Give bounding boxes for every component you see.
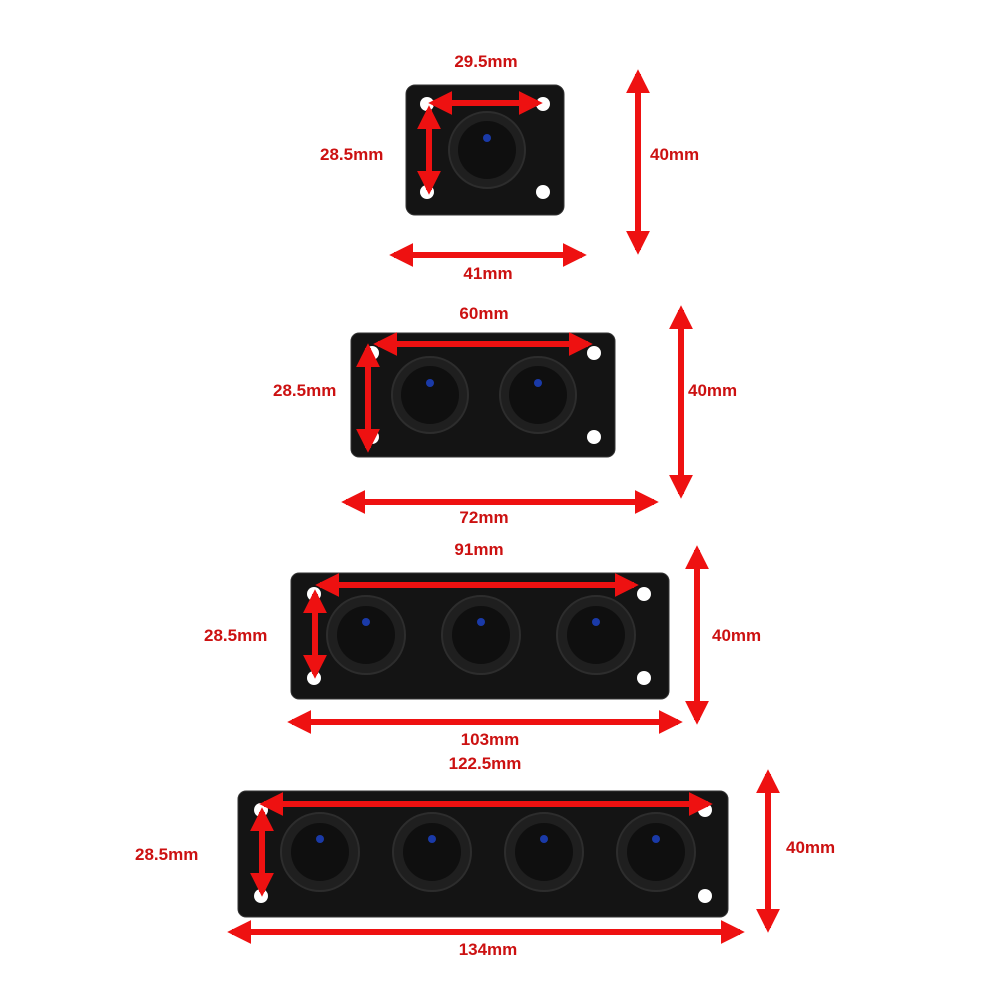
rocker-switch-icon (499, 356, 577, 434)
hole-height-label: 28.5mm (204, 626, 268, 645)
led-indicator-icon (316, 835, 324, 843)
panel-width-label: 41mm (463, 264, 513, 283)
mounting-hole-icon (587, 430, 601, 444)
led-indicator-icon (426, 379, 434, 387)
rocker-switch-icon (441, 595, 521, 675)
rocker-switch-icon (556, 595, 636, 675)
rocker-switch-icon (448, 111, 526, 189)
switch-panel-4-gang (237, 790, 729, 918)
hole-height-label: 28.5mm (273, 381, 337, 400)
switch-panel-1-gang (405, 84, 565, 216)
panel-width-label: 134mm (458, 940, 518, 959)
led-indicator-icon (592, 618, 600, 626)
hole-height-label: 28.5mm (320, 145, 384, 164)
led-indicator-icon (534, 379, 542, 387)
panel-height-label: 40mm (712, 626, 762, 645)
rocker-switch-icon (391, 356, 469, 434)
hole-span-label: 60mm (459, 304, 509, 323)
hole-height-label: 28.5mm (135, 845, 199, 864)
led-indicator-icon (428, 835, 436, 843)
led-indicator-icon (483, 134, 491, 142)
switch-panel-3-gang (290, 572, 670, 700)
panel-height-label: 40mm (688, 381, 738, 400)
mounting-hole-icon (637, 587, 651, 601)
rocker-switch-icon (392, 812, 472, 892)
panel-width-label: 72mm (459, 508, 509, 527)
hole-span-label: 29.5mm (454, 52, 518, 71)
hole-span-label: 91mm (454, 540, 504, 559)
led-indicator-icon (540, 835, 548, 843)
panel-height-label: 40mm (650, 145, 700, 164)
led-indicator-icon (652, 835, 660, 843)
rocker-switch-icon (280, 812, 360, 892)
mounting-hole-icon (698, 889, 712, 903)
led-indicator-icon (362, 618, 370, 626)
led-indicator-icon (477, 618, 485, 626)
mounting-hole-icon (637, 671, 651, 685)
mounting-hole-icon (536, 185, 550, 199)
panel-height-label: 40mm (786, 838, 836, 857)
hole-span-label: 122.5mm (448, 754, 522, 773)
panel-width-label: 103mm (460, 730, 520, 749)
